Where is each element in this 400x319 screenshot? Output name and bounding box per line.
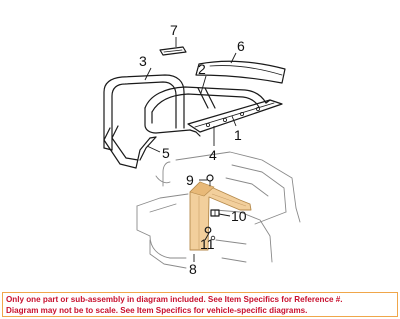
callout-10: 10 [231, 208, 247, 224]
callout-2: 2 [198, 61, 206, 77]
callout-9: 9 [186, 172, 194, 188]
part-7-bracket [159, 46, 187, 56]
part-3-rear-hoop [103, 74, 185, 151]
part-1-side-rail [187, 99, 283, 133]
callout-4: 4 [209, 147, 217, 163]
callout-labels: 7 6 3 2 1 4 5 9 10 11 8 [139, 22, 247, 277]
frame-lower-tubes [103, 99, 271, 169]
part-11-fastener [204, 226, 216, 241]
disclaimer-box: Only one part or sub-assembly in diagram… [2, 292, 398, 317]
callout-7: 7 [170, 22, 178, 38]
callout-6: 6 [237, 38, 245, 54]
part-2-front-frame [144, 86, 267, 113]
callout-11: 11 [200, 236, 215, 252]
disclaimer-line-1: Only one part or sub-assembly in diagram… [6, 295, 343, 304]
callout-1: 1 [234, 127, 242, 143]
part-8-highlighted-bar [189, 181, 252, 251]
vehicle-body-outline [136, 151, 301, 269]
part-9-fastener [206, 174, 214, 187]
disclaimer-line-2: Diagram may not be to scale. See Item Sp… [6, 306, 308, 315]
leader-lines [144, 37, 237, 262]
callout-8: 8 [189, 261, 197, 277]
part-6-cover [195, 60, 286, 84]
callout-5: 5 [162, 145, 170, 161]
part-10-fastener [210, 209, 220, 217]
callout-3: 3 [139, 53, 147, 69]
